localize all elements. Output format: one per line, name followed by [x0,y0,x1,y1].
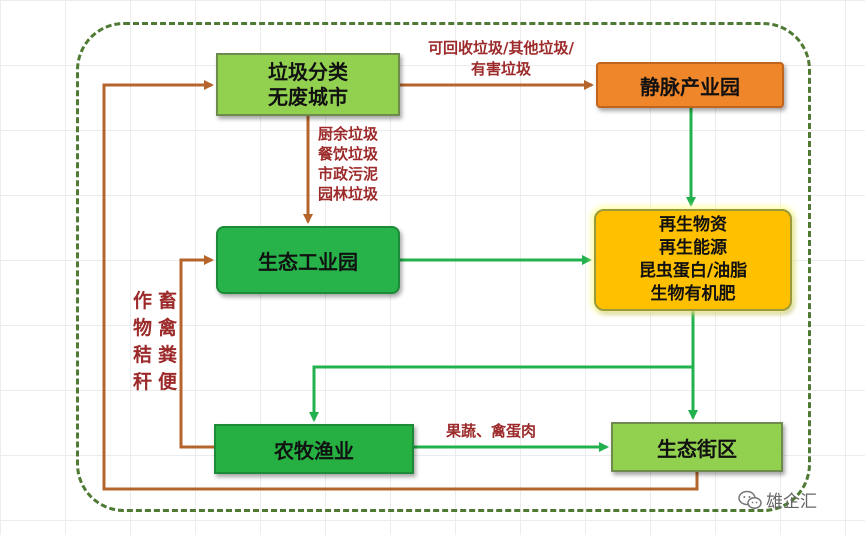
node-eco-street-text: 生态街区 [657,436,737,461]
label-kitchen-waste: 厨余垃圾 餐饮垃圾 市政污泥 园林垃圾 [318,125,379,203]
label-fruits-eggs-meat: 果蔬、禽蛋肉 [446,422,537,440]
node-eco-street: 生态街区 [611,422,783,472]
label-livestock-manure: 畜 禽 粪 便 [158,290,178,393]
dashed-frame [76,22,811,512]
node-waste-classification-city-text: 垃圾分类 无废城市 [268,59,348,109]
node-recycled-products-text: 再生物资 再生能源 昆虫蛋白/油脂 生物有机肥 [638,215,748,304]
watermark-text: 雄企汇 [766,492,817,512]
node-agri-fishery: 农牧渔业 [214,424,414,474]
arrow-products-to-agri [309,365,693,422]
node-eco-industrial-park: 生态工业园 [216,226,400,294]
node-venous-industrial-park: 静脉产业园 [596,62,784,108]
wechat-icon [738,490,762,509]
label-recyclable-waste: 可回收垃圾/其他垃圾/ 有害垃圾 [428,39,574,78]
label-crop-straw: 作 物 秸 秆 [133,290,156,393]
node-venous-industrial-park-text: 静脉产业园 [640,74,740,99]
node-waste-classification-city: 垃圾分类 无废城市 [216,53,400,116]
node-recycled-products: 再生物资 再生能源 昆虫蛋白/油脂 生物有机肥 [594,209,792,311]
watermark: 雄企汇 [738,487,817,512]
arrow-agri-to-eco-industrial [179,255,214,449]
node-eco-industrial-park-text: 生态工业园 [258,249,358,274]
arrow-eco-street-to-waste-city [102,80,699,491]
node-agri-fishery-text: 农牧渔业 [274,438,354,463]
